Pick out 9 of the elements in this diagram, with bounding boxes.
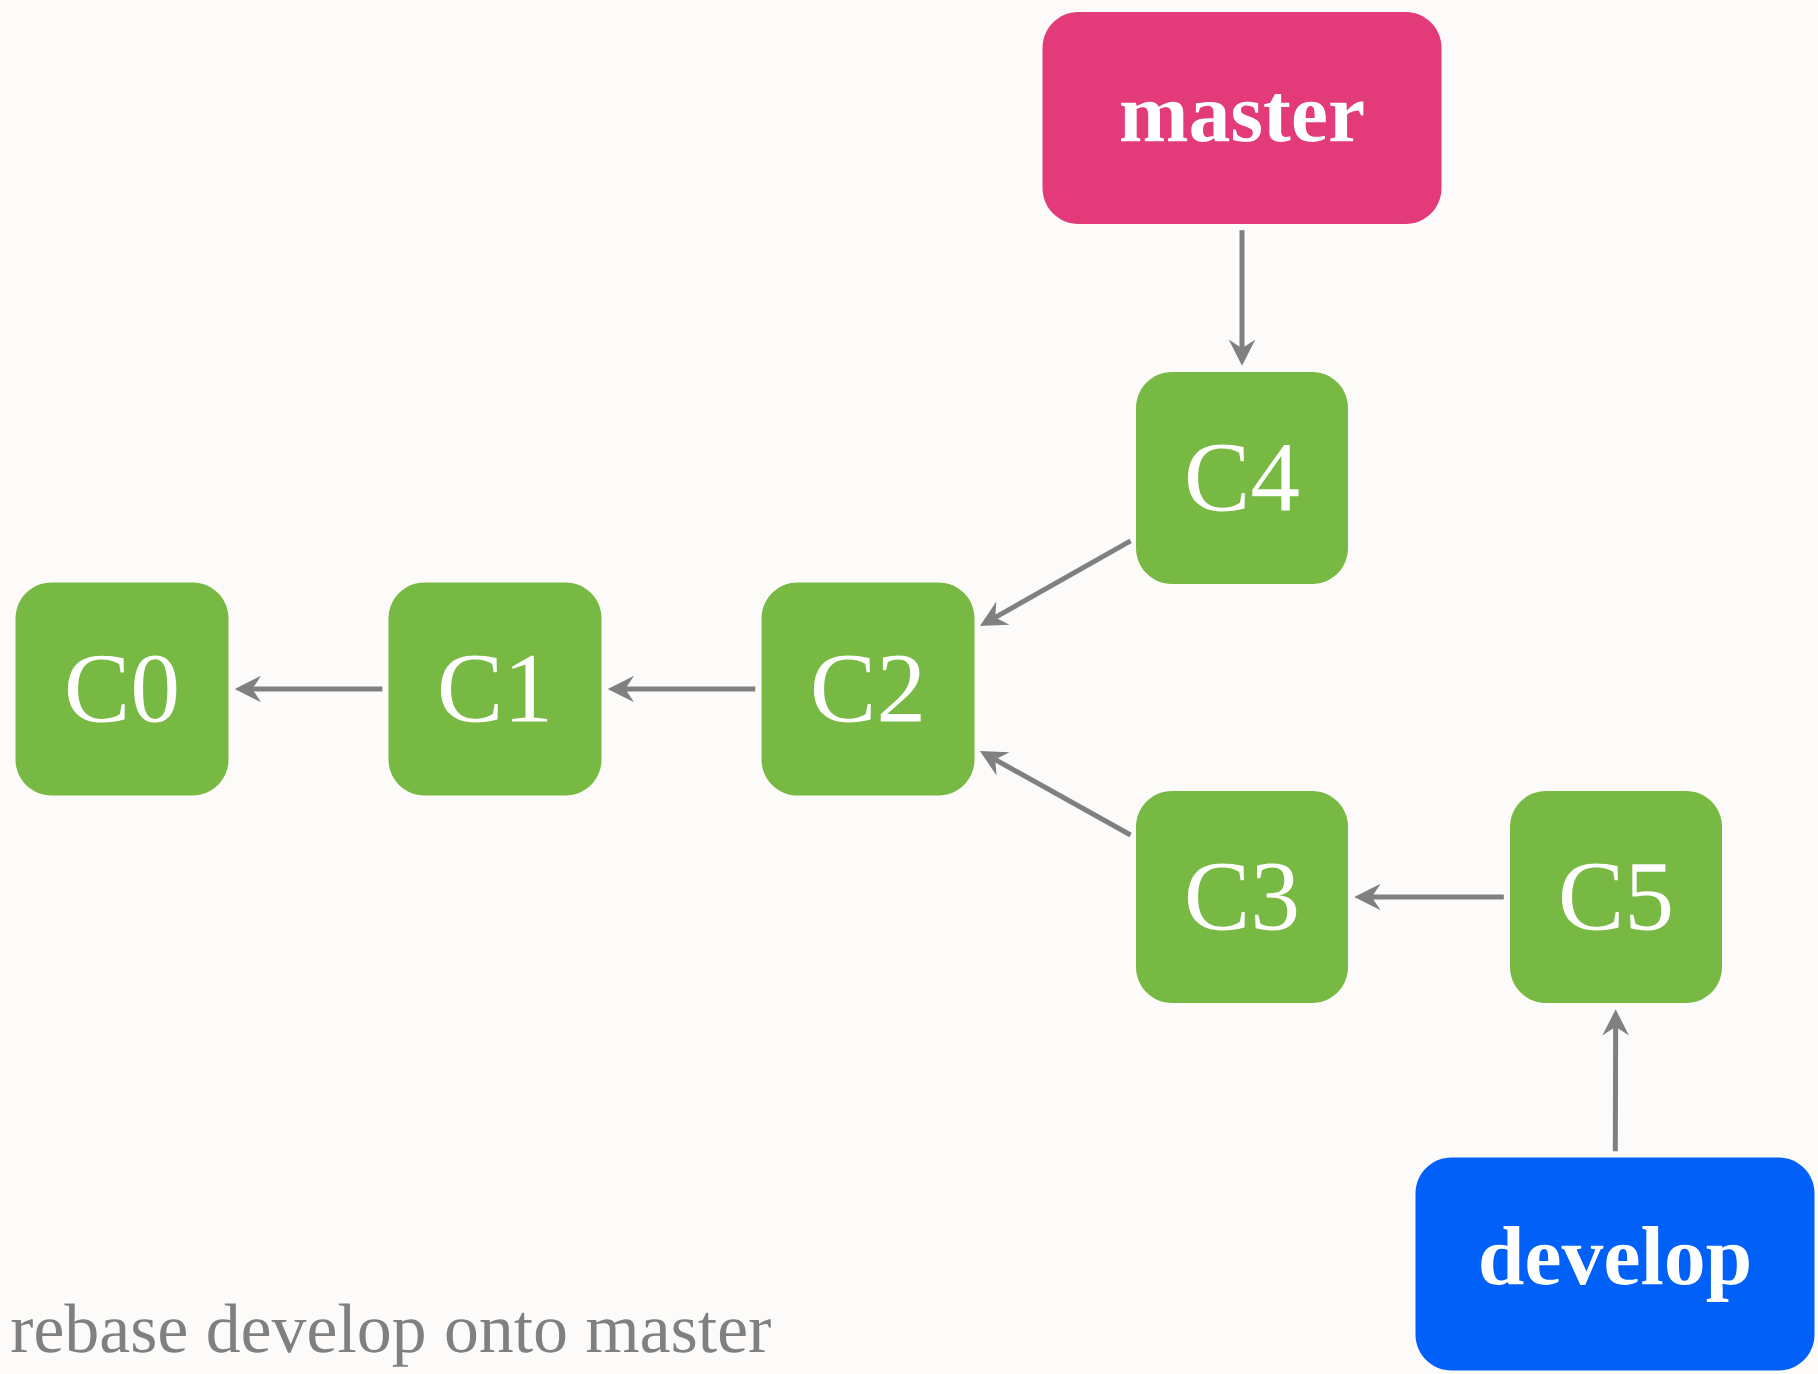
commit-box: C0 <box>15 582 229 796</box>
branch-label-box: develop <box>1415 1157 1815 1371</box>
commit-box: C4 <box>1136 372 1348 584</box>
commit-box: C5 <box>1510 791 1722 1003</box>
branch-label-box: master <box>1042 12 1442 224</box>
commit-box: C1 <box>388 582 602 796</box>
commit-box: C2 <box>761 582 975 796</box>
commit-box: C3 <box>1136 791 1348 1003</box>
caption: rebase develop onto master <box>11 1303 771 1367</box>
